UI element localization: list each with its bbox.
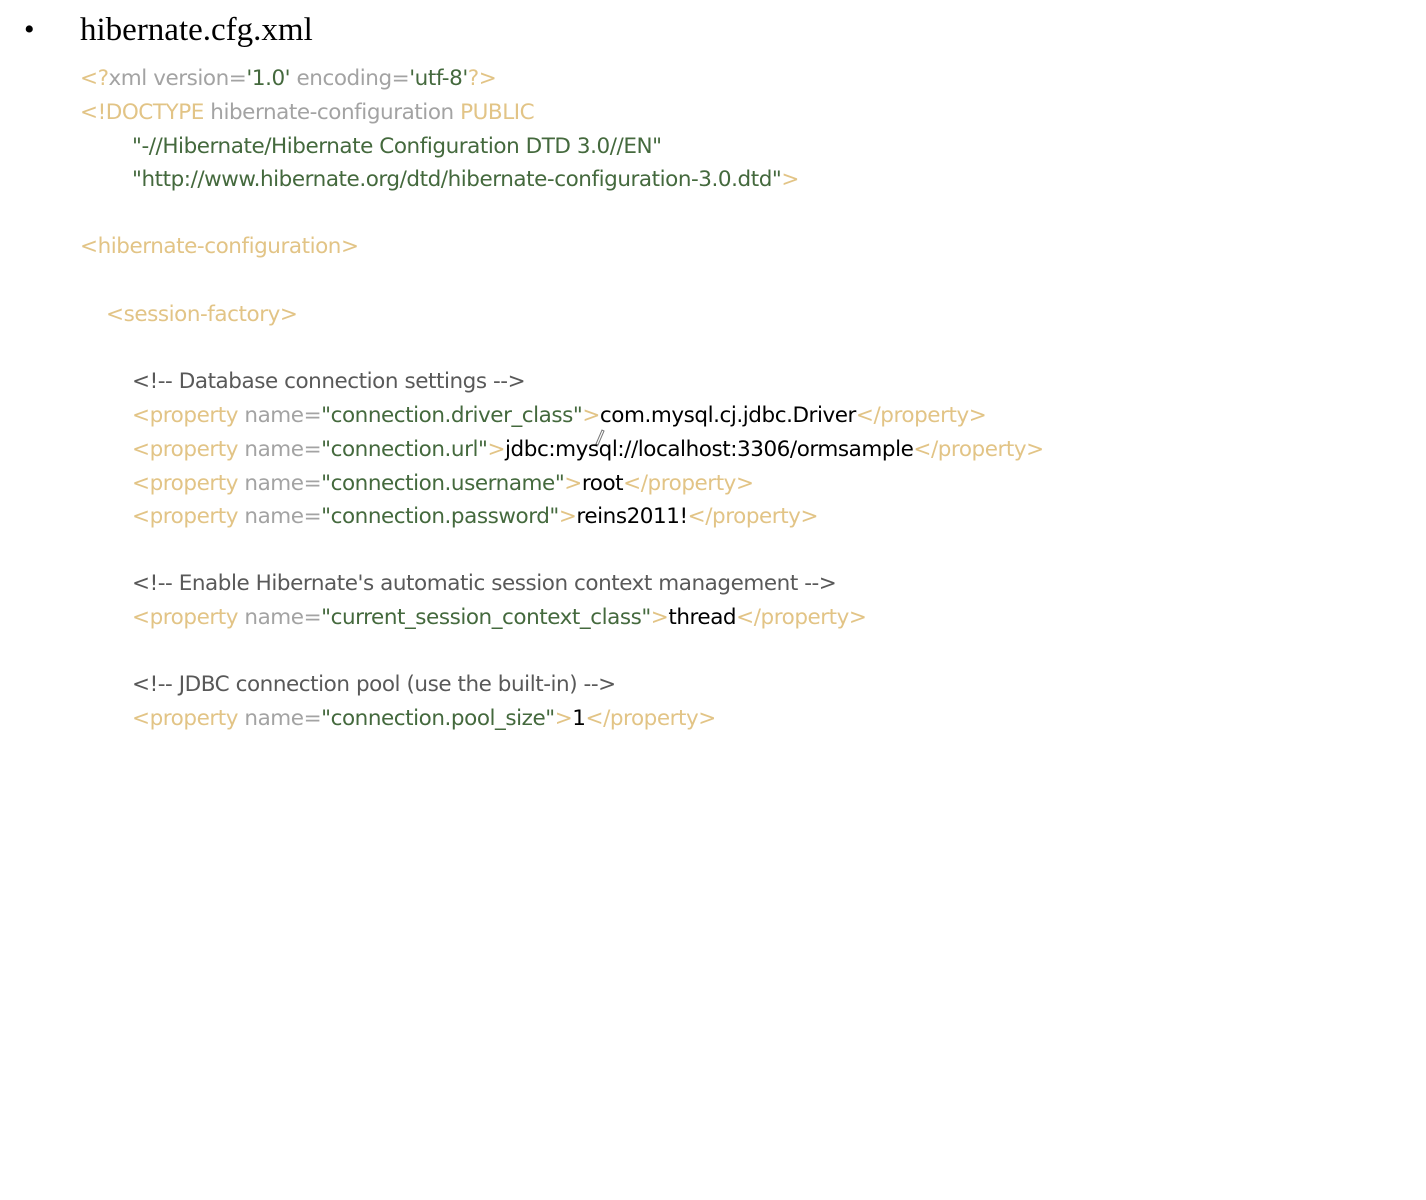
property-name-attr: name= bbox=[238, 605, 322, 630]
property-value: thread bbox=[668, 605, 737, 630]
xml-decl-close: ?> bbox=[467, 66, 497, 91]
property-open-tag: <property bbox=[132, 605, 239, 630]
xml-decl-keyword: xml bbox=[108, 66, 148, 91]
property-tag-close: > bbox=[487, 437, 506, 462]
property-name-attr: name= bbox=[238, 706, 322, 731]
xml-decl-open: <? bbox=[80, 66, 109, 91]
comment-db-settings: <!-- Database connection settings --> bbox=[132, 369, 526, 394]
session-factory-open-tag: <session-factory> bbox=[106, 302, 298, 327]
property-open-tag: <property bbox=[132, 471, 239, 496]
root-open-tag: <hibernate-configuration> bbox=[80, 234, 359, 259]
property-close-tag: </property> bbox=[585, 706, 717, 731]
property-name-attr: name= bbox=[238, 437, 322, 462]
property-open-tag: <property bbox=[132, 403, 239, 428]
code-line-property-session-context: <property name="current_session_context_… bbox=[132, 603, 867, 633]
xml-decl-version-value: '1.0' bbox=[246, 66, 291, 91]
xml-code-block: <?xml version='1.0' encoding='utf-8'?> <… bbox=[0, 0, 1044, 1200]
slide-title: hibernate.cfg.xml bbox=[80, 12, 313, 48]
property-value: reins2011! bbox=[576, 504, 688, 529]
code-line-property-url: <property name="connection.url">jdbc:mys… bbox=[132, 435, 1044, 465]
code-line-comment-context: <!-- Enable Hibernate's automatic sessio… bbox=[132, 569, 837, 599]
comment-connection-pool: <!-- JDBC connection pool (use the built… bbox=[132, 672, 616, 697]
property-close-tag: </property> bbox=[623, 471, 754, 496]
property-close-tag: </property> bbox=[855, 403, 987, 428]
xml-decl-encoding-value: 'utf-8' bbox=[409, 66, 468, 91]
property-close-tag: </property> bbox=[913, 437, 1044, 462]
property-open-tag: <property bbox=[132, 504, 239, 529]
code-line-property-pool-size: <property name="connection.pool_size">1<… bbox=[132, 704, 716, 734]
code-line-doctype-system-id: "http://www.hibernate.org/dtd/hibernate-… bbox=[132, 165, 799, 195]
doctype-open: <!DOCTYPE bbox=[80, 100, 204, 125]
code-line-property-password: <property name="connection.password">rei… bbox=[132, 502, 818, 532]
property-name-attr: name= bbox=[238, 471, 322, 496]
property-tag-close: > bbox=[558, 504, 577, 529]
property-open-tag: <property bbox=[132, 437, 239, 462]
property-name-attr: name= bbox=[238, 403, 322, 428]
property-tag-close: > bbox=[564, 471, 582, 496]
bullet-point: • bbox=[24, 13, 35, 46]
doctype-public-keyword: PUBLIC bbox=[460, 100, 535, 125]
property-tag-close: > bbox=[650, 605, 669, 630]
property-name-attr: name= bbox=[238, 504, 322, 529]
code-line-xml-declaration: <?xml version='1.0' encoding='utf-8'?> bbox=[80, 64, 497, 94]
property-tag-close: > bbox=[582, 403, 600, 428]
property-close-tag: </property> bbox=[687, 504, 819, 529]
property-value: jdbc:mysql://localhost:3306/ormsample bbox=[505, 437, 914, 462]
code-line-root-open: <hibernate-configuration> bbox=[80, 232, 359, 262]
doctype-close: > bbox=[781, 167, 799, 192]
code-line-property-driver-class: <property name="connection.driver_class"… bbox=[132, 401, 987, 446]
code-line-property-username: <property name="connection.username">roo… bbox=[132, 469, 754, 499]
property-tag-close: > bbox=[554, 706, 573, 731]
property-open-tag: <property bbox=[132, 706, 239, 731]
comment-session-context: <!-- Enable Hibernate's automatic sessio… bbox=[132, 571, 837, 596]
doctype-system-id: "http://www.hibernate.org/dtd/hibernate-… bbox=[132, 167, 782, 192]
property-name-value: "connection.url" bbox=[321, 437, 488, 462]
code-line-doctype-public-id: "-//Hibernate/Hibernate Configuration DT… bbox=[132, 132, 662, 162]
xml-decl-version-attr: version= bbox=[146, 66, 247, 91]
property-value: root bbox=[581, 471, 624, 496]
property-value: 1 bbox=[572, 706, 586, 731]
property-name-value: "connection.password" bbox=[321, 504, 559, 529]
property-name-value: "connection.username" bbox=[321, 471, 565, 496]
code-line-doctype: <!DOCTYPE hibernate-configuration PUBLIC bbox=[80, 98, 535, 128]
slide: • hibernate.cfg.xml <?xml version='1.0' … bbox=[24, 12, 1045, 731]
xml-decl-encoding-attr: encoding= bbox=[290, 66, 410, 91]
doctype-root-name: hibernate-configuration bbox=[203, 100, 461, 125]
property-name-value: "connection.driver_class" bbox=[321, 403, 583, 428]
doctype-public-id: "-//Hibernate/Hibernate Configuration DT… bbox=[132, 134, 662, 159]
code-line-session-factory-open: <session-factory> bbox=[106, 300, 298, 330]
property-name-value: "current_session_context_class" bbox=[321, 605, 651, 630]
property-value: com.mysql.cj.jdbc.Driver bbox=[599, 403, 856, 428]
code-line-comment-db: <!-- Database connection settings --> bbox=[132, 367, 526, 397]
code-line-comment-pool: <!-- JDBC connection pool (use the built… bbox=[132, 670, 616, 700]
property-close-tag: </property> bbox=[736, 605, 867, 630]
property-name-value: "connection.pool_size" bbox=[321, 706, 555, 731]
